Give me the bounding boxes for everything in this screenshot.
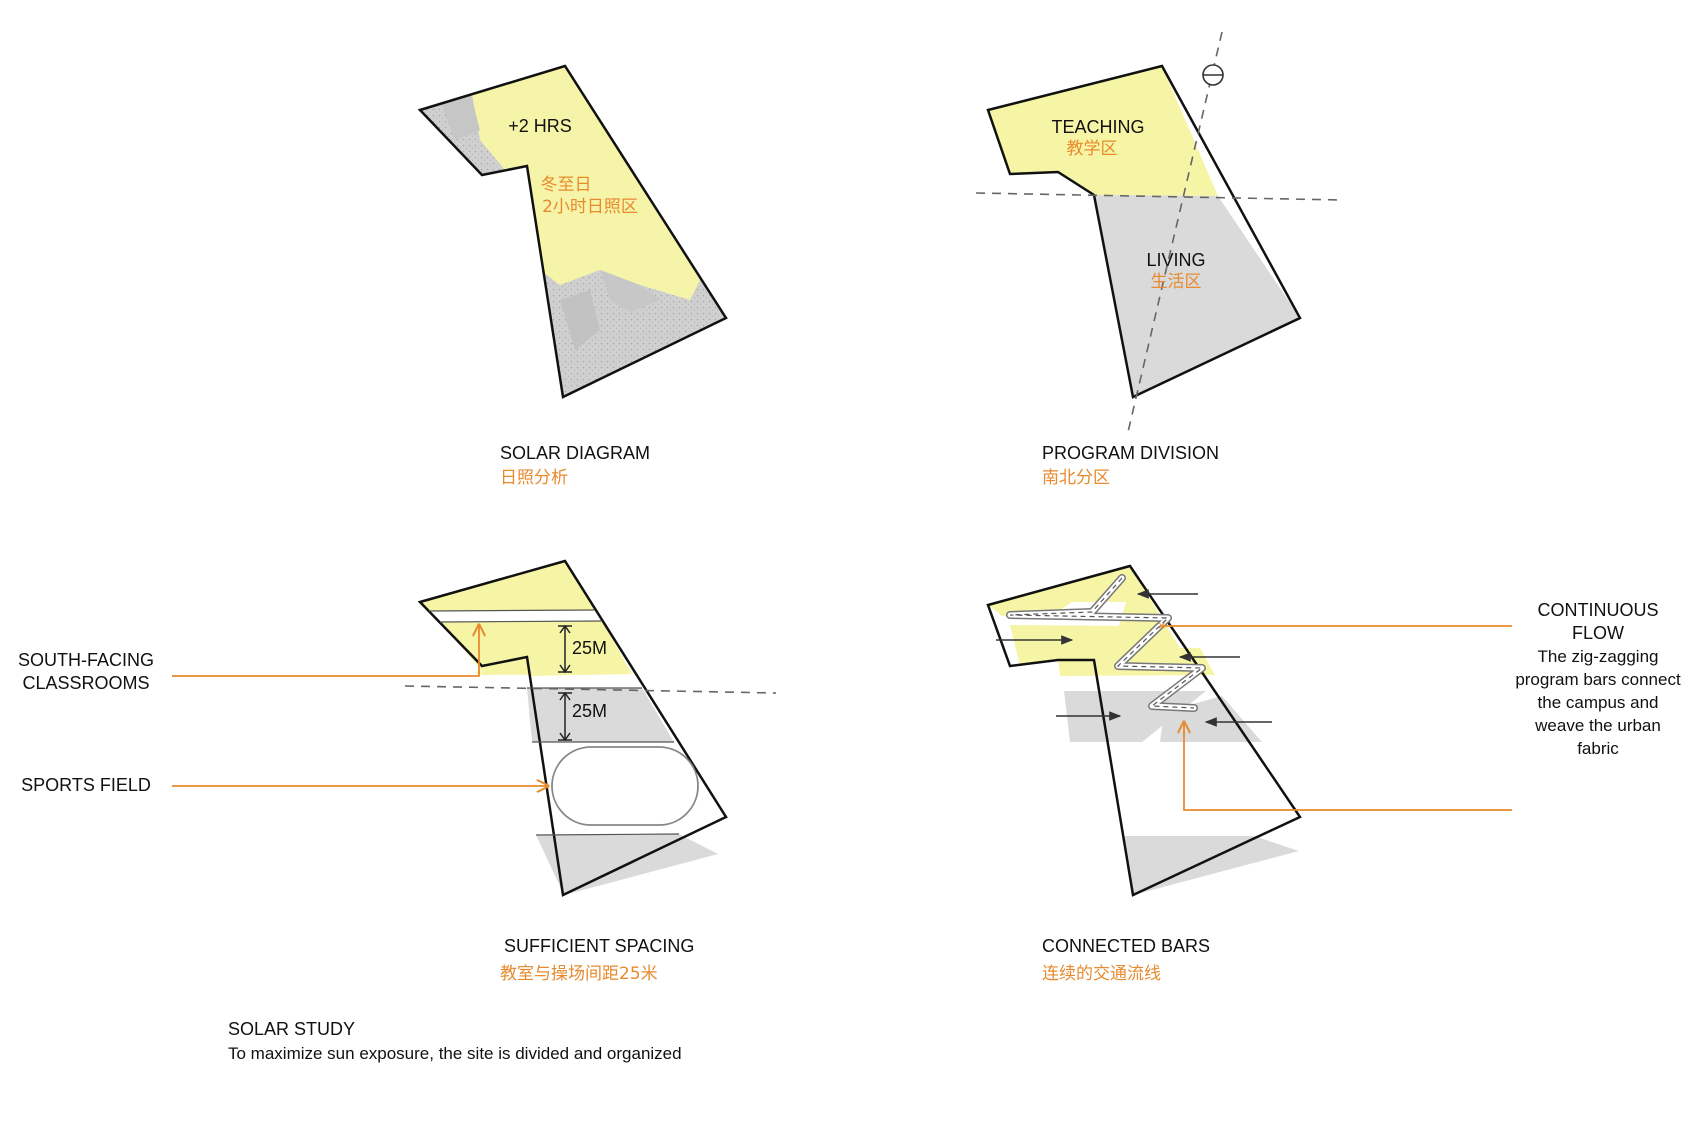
footer-title: SOLAR STUDY (228, 1019, 355, 1039)
connected-bars-panel: × CONTINUOUS FLOW The zig-zagging progra… (986, 564, 1681, 984)
living-label-en: LIVING (1146, 250, 1205, 270)
site-outline (417, 559, 728, 897)
circulation-path (1007, 575, 1205, 711)
dimension-marker-top (558, 624, 572, 674)
solar-map-fill (420, 66, 726, 397)
spacing-caption-en: SUFFICIENT SPACING (504, 936, 694, 956)
flow-callout-cross-icon: × (1158, 618, 1166, 633)
bar-edge (428, 609, 596, 612)
spacing-caption-cn: 教室与操场间距25米 (500, 964, 658, 984)
classrooms-callout-label-1: SOUTH-FACING (18, 650, 154, 670)
classrooms-callout-label-2: CLASSROOMS (22, 673, 149, 693)
sufficient-spacing-panel: 25M 25M SOUTH-FACING CLASSROOMS SPORTS F… (18, 559, 777, 984)
flow-callout-desc-1: The zig-zagging (1538, 647, 1659, 666)
site-outline (417, 64, 728, 399)
solar-diagram-panel: +2 HRS 冬至日 2小时日照区 SOLAR DIAGRAM 日照分析 (417, 64, 728, 488)
sports-field-track (551, 746, 699, 826)
flow-callout-desc-5: fabric (1577, 739, 1619, 758)
zigzag-bar-3 (1112, 576, 1180, 648)
living-zone (1094, 195, 1300, 397)
site-outline (986, 64, 1302, 399)
site-outline (986, 564, 1302, 897)
north-arrow-icon (1202, 64, 1224, 86)
north-axis-line (1127, 31, 1223, 433)
living-bar (527, 688, 674, 742)
classrooms-callout-arrow (172, 625, 479, 677)
classroom-bar-lower (440, 621, 632, 676)
classroom-bar-top (420, 561, 595, 611)
winter-solstice-label: 冬至日 (541, 175, 592, 195)
program-caption-cn: 南北分区 (1042, 468, 1110, 488)
sun-zone-label: 2小时日照区 (542, 197, 638, 217)
bars-caption-cn: 连续的交通流线 (1042, 964, 1161, 984)
field-callout-label: SPORTS FIELD (21, 775, 151, 795)
bottom-bar (1124, 836, 1299, 895)
program-caption-en: PROGRAM DIVISION (1042, 443, 1219, 463)
dimension-label-bottom: 25M (572, 701, 607, 721)
living-label-cn: 生活区 (1151, 272, 1202, 292)
footer-subtitle: To maximize sun exposure, the site is di… (228, 1044, 682, 1063)
program-division-panel: TEACHING 教学区 LIVING 生活区 PROGRAM DIVISION… (975, 31, 1343, 488)
flow-callout-desc-2: program bars connect (1515, 670, 1681, 689)
bar-edge (439, 620, 603, 623)
teaching-zone (988, 66, 1218, 196)
flow-callout-arrow (1184, 722, 1512, 811)
solar-caption-en: SOLAR DIAGRAM (500, 443, 650, 463)
footer: SOLAR STUDY To maximize sun exposure, th… (228, 1019, 682, 1063)
solar-caption-cn: 日照分析 (500, 468, 568, 488)
spacing-line (404, 685, 777, 694)
bars-caption-en: CONNECTED BARS (1042, 936, 1210, 956)
dimension-label-top: 25M (572, 638, 607, 658)
division-line (975, 192, 1343, 201)
flow-callout-desc-3: the campus and (1538, 693, 1659, 712)
hours-label: +2 HRS (508, 116, 572, 136)
dimension-marker-bottom (558, 691, 572, 742)
bar-edge (535, 833, 680, 836)
flow-callout-title-2: FLOW (1572, 623, 1624, 643)
teaching-label-en: TEACHING (1051, 117, 1144, 137)
flow-callout-desc-4: weave the urban (1534, 716, 1661, 735)
zigzag-bar-1 (988, 566, 1152, 617)
teaching-label-cn: 教学区 (1067, 139, 1118, 159)
flow-callout-title-1: CONTINUOUS (1538, 600, 1659, 620)
